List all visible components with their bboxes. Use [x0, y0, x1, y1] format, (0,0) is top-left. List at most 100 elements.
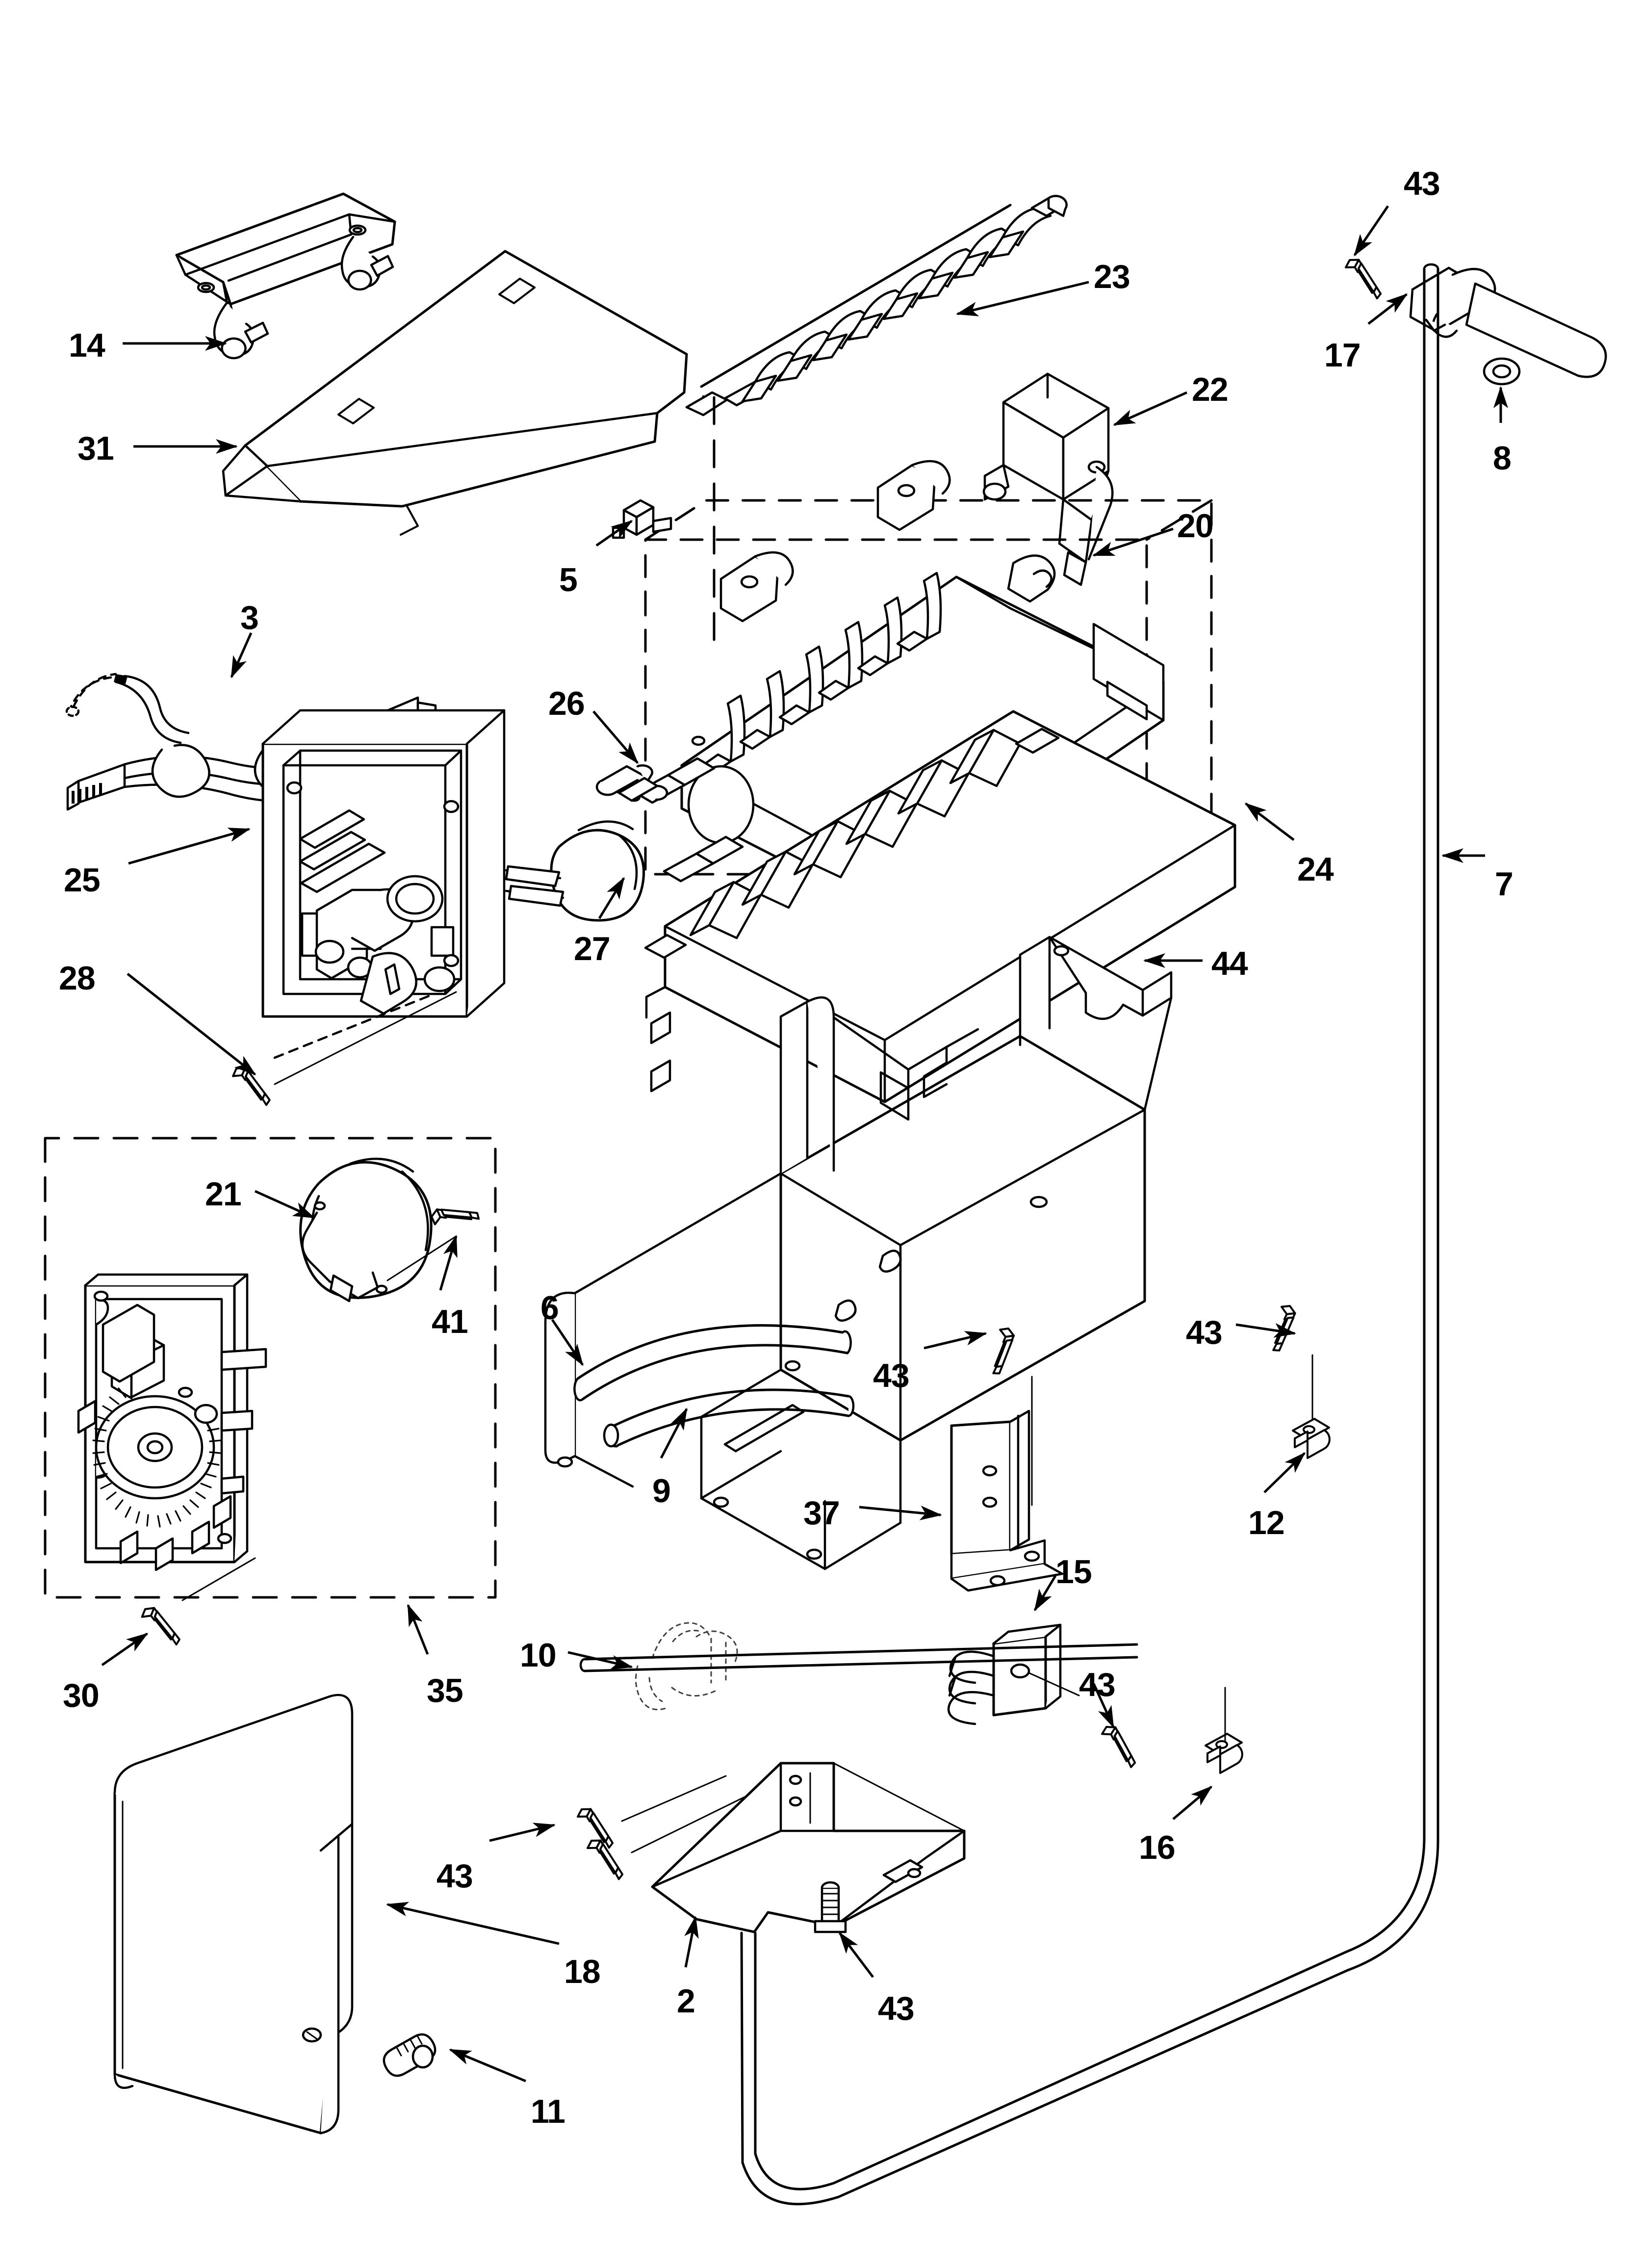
- callout-number-43: 43: [1079, 1666, 1116, 1703]
- callout-number-6: 6: [540, 1289, 559, 1327]
- callout-number-44: 44: [1211, 945, 1248, 982]
- callout-number-8: 8: [1493, 440, 1512, 477]
- callout-number-14: 14: [69, 327, 105, 364]
- leader-line-10: [567, 1651, 633, 1670]
- callout-number-37: 37: [803, 1494, 840, 1532]
- callout-number-5: 5: [559, 561, 578, 599]
- leader-line-27: [598, 877, 625, 919]
- callout-number-22: 22: [1192, 371, 1229, 408]
- callout-number-24: 24: [1297, 851, 1334, 888]
- part-7-water-tube: [740, 263, 1439, 2206]
- dashed-box-motor-group: [44, 1137, 497, 1599]
- part-27-thermostat: [505, 820, 645, 922]
- leader-line-35: [407, 1604, 429, 1655]
- callout-number-20: 20: [1177, 507, 1214, 545]
- part-30-screw: [137, 1557, 256, 1645]
- leader-line-21: [254, 1190, 315, 1219]
- part-41-screw: [430, 1195, 480, 1236]
- leader-line-9: [660, 1408, 688, 1459]
- part-12-clamp: [1293, 1419, 1330, 1458]
- callout-number-23: 23: [1094, 258, 1130, 295]
- callout-number-17: 17: [1324, 337, 1361, 374]
- leader-line-22: [1113, 391, 1188, 426]
- leader-line-18: [386, 1902, 560, 1945]
- part-21-drive-motor: [299, 1157, 457, 1303]
- part-43a-screw: [1340, 256, 1390, 299]
- leader-line-20: [1092, 527, 1174, 557]
- leader-line-17: [1367, 293, 1408, 325]
- leader-line-11: [449, 2048, 526, 2083]
- callout-number-43: 43: [436, 1857, 473, 1895]
- part-5-clip: [612, 499, 672, 539]
- leader-line-43: [924, 1331, 987, 1350]
- callout-number-30: 30: [63, 1677, 100, 1714]
- callout-number-16: 16: [1139, 1829, 1176, 1866]
- part-26-thermostat-clip: [595, 764, 668, 802]
- callout-number-9: 9: [652, 1472, 671, 1510]
- leader-line-16: [1172, 1786, 1213, 1820]
- leader-line-6: [551, 1319, 584, 1366]
- leader-line-30: [101, 1632, 149, 1667]
- part-43d-screw: [1095, 1723, 1145, 1768]
- part-23-ejector-shaft: [685, 195, 1068, 417]
- part-44-chassis: [544, 936, 1173, 1570]
- callout-number-21: 21: [205, 1175, 242, 1213]
- callout-number-35: 35: [427, 1672, 463, 1709]
- callout-number-43: 43: [1404, 165, 1440, 202]
- leader-line-43: [839, 1931, 874, 1978]
- callout-number-3: 3: [240, 599, 259, 636]
- leader-line-24: [1244, 803, 1295, 841]
- part-16-clamp: [1206, 1687, 1242, 1773]
- part-22-fill-cup: [982, 372, 1114, 586]
- callout-number-7: 7: [1495, 865, 1514, 903]
- part-10-shutoff-arm: [579, 1622, 1138, 1711]
- callout-number-26: 26: [548, 685, 585, 722]
- part-25-control-module: [261, 709, 506, 1018]
- part-6-fill-tube-long: [573, 1324, 852, 1402]
- part-37-angle-bracket: [950, 1409, 1064, 1592]
- callout-number-15: 15: [1055, 1553, 1092, 1590]
- part-43b-screw: [987, 1328, 1033, 1506]
- callout-number-41: 41: [432, 1303, 468, 1340]
- leader-line-15: [1033, 1575, 1057, 1612]
- leader-line-3: [230, 632, 253, 678]
- leader-line-12: [1263, 1452, 1306, 1493]
- leader-line-28: [127, 973, 257, 1075]
- part-9-fill-tube-short: [603, 1388, 855, 1448]
- callout-number-43: 43: [1186, 1314, 1223, 1351]
- leader-line-26: [592, 710, 639, 764]
- leader-line-43: [1092, 1683, 1115, 1728]
- part-17-control-lever: [1409, 266, 1607, 378]
- callout-number-10: 10: [520, 1637, 557, 1674]
- leader-lines: [101, 205, 1508, 2083]
- leader-line-23: [956, 281, 1089, 316]
- part-8-washer: [1483, 357, 1521, 386]
- part-2-shelf-bracket: [651, 1762, 966, 1933]
- callout-number-18: 18: [564, 1953, 601, 1990]
- callout-number-25: 25: [64, 861, 101, 899]
- part-43c-screw: [1269, 1305, 1313, 1435]
- callout-number-12: 12: [1248, 1504, 1285, 1541]
- callout-number-28: 28: [59, 960, 96, 997]
- part-11-push-plug: [383, 2033, 436, 2077]
- leader-line-37: [859, 1506, 942, 1520]
- leader-line-43: [1353, 205, 1389, 257]
- callout-number-43: 43: [873, 1357, 910, 1394]
- callout-number-43: 43: [878, 1990, 915, 2027]
- callout-number-11: 11: [531, 2093, 565, 2130]
- part-28-screw: [228, 991, 457, 1105]
- callout-number-27: 27: [574, 930, 611, 967]
- part-14-support-rail: [175, 192, 396, 360]
- part-31-top-cover: [222, 250, 688, 536]
- callout-number-2: 2: [677, 1982, 695, 2020]
- part-43f-screw: [814, 1881, 847, 1933]
- part-20-ice-mold-body: [627, 460, 1165, 913]
- part-15-spring-plate: [947, 1623, 1080, 1725]
- part-35-module-plate: [77, 1273, 267, 1571]
- part-18-front-cover: [113, 1694, 354, 2135]
- leader-line-43: [1235, 1323, 1296, 1338]
- callout-number-31: 31: [77, 430, 114, 467]
- part-43e-screws: [572, 1775, 746, 1879]
